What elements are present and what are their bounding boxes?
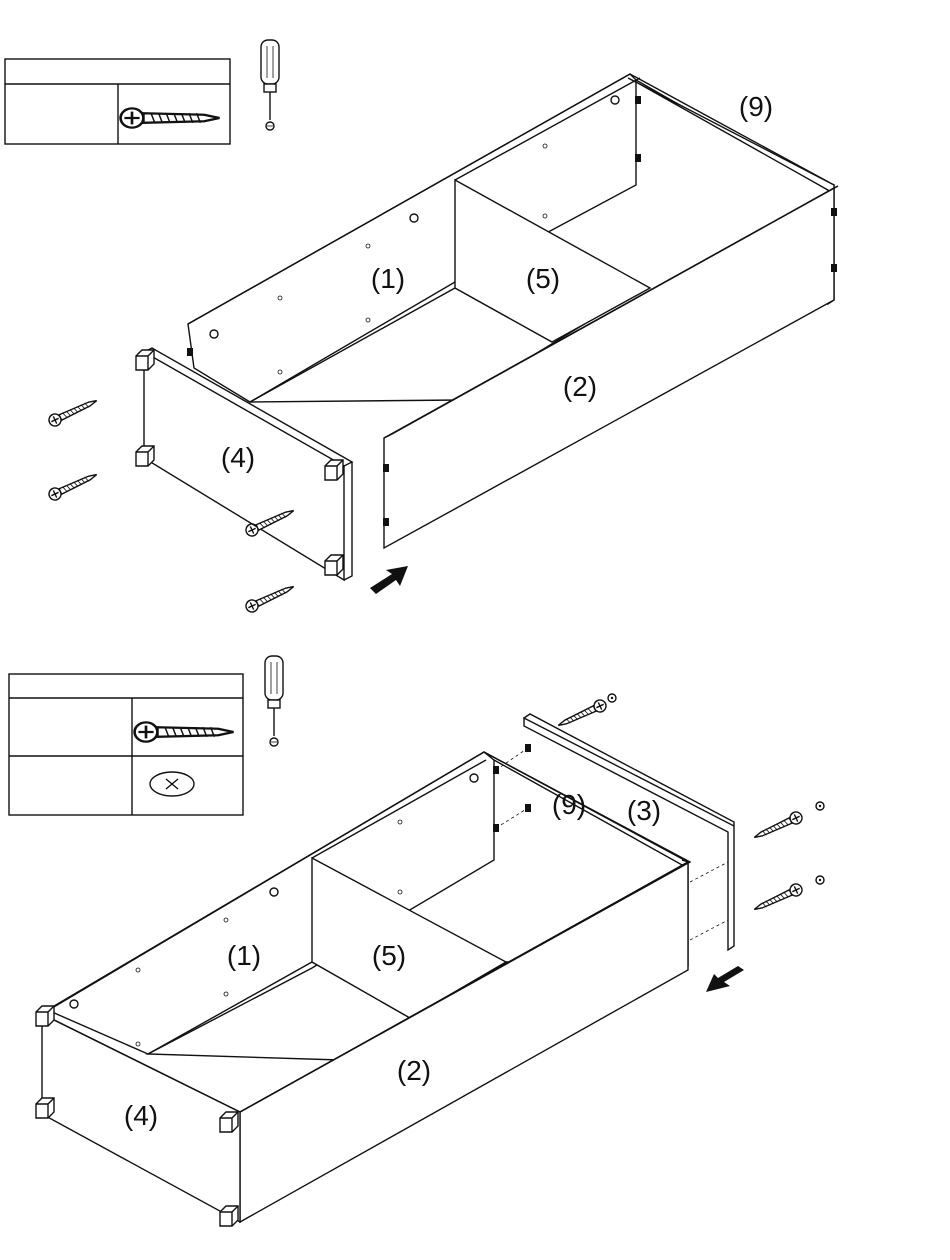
direction-arrow-icon [370, 566, 408, 594]
part-4-label: (4) [221, 442, 255, 473]
wood-screw-icon [121, 108, 220, 127]
part-2-label: (2) [397, 1055, 431, 1086]
hardware-box-1 [5, 59, 230, 144]
part-1-label: (1) [371, 263, 405, 294]
cam-lock-icon [150, 772, 194, 796]
wood-screw-icon [135, 722, 234, 741]
screwdriver-icon [265, 656, 283, 746]
step1-group: (1) (5) (9) (2) (4) [5, 40, 838, 614]
direction-arrow-icon [706, 966, 744, 992]
part-9-label: (9) [552, 789, 586, 820]
cam-bolt-icon [493, 744, 531, 832]
part-3-label: (3) [627, 795, 661, 826]
part-5-label: (5) [372, 940, 406, 971]
cam-bolt-icon [608, 694, 824, 884]
part-5-label: (5) [526, 263, 560, 294]
step2-group: (1) (5) (9) (3) (2) (4) [9, 656, 824, 1226]
part-9-label: (9) [739, 91, 773, 122]
part-1-label: (1) [227, 940, 261, 971]
part-4-label: (4) [124, 1100, 158, 1131]
part-2-label: (2) [563, 371, 597, 402]
screwdriver-icon [261, 40, 279, 130]
hardware-box-2 [9, 674, 243, 815]
